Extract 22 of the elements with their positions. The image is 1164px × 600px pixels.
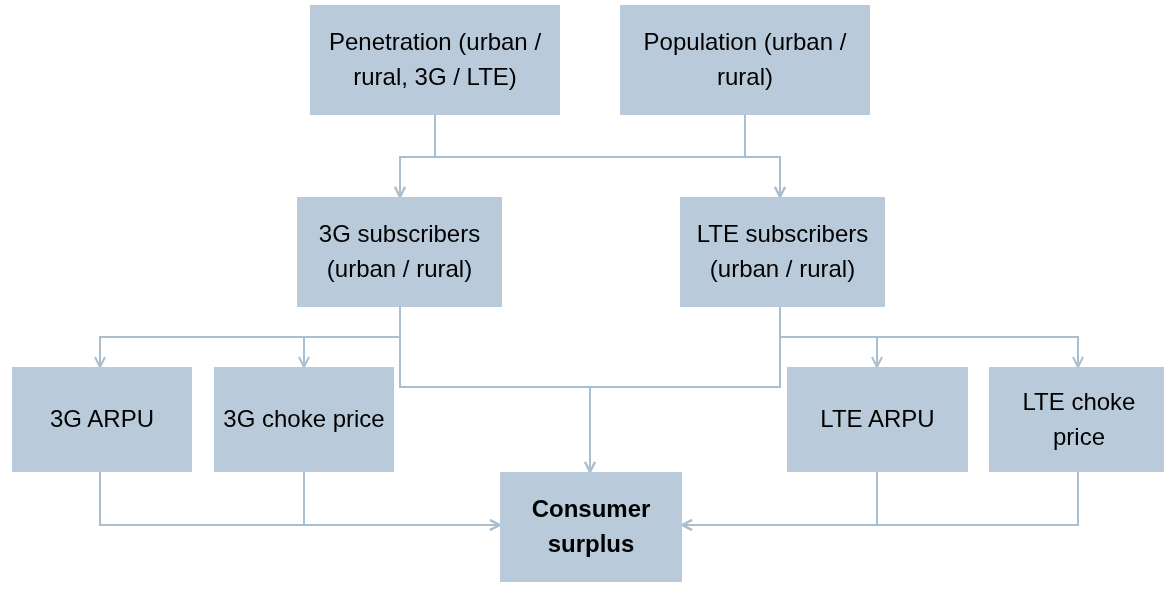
process-box — [787, 367, 968, 472]
box-label: 3G ARPU — [49, 404, 154, 435]
box-label: LTE subscribers (urban / rural) — [695, 219, 870, 284]
box-label: LTE ARPU — [820, 404, 935, 435]
box-label: LTE choke price — [1021, 386, 1137, 452]
box-label: Penetration (urban / rural, 3G / LTE) — [327, 27, 543, 92]
box-label: Population (urban / rural) — [642, 27, 848, 92]
arrow — [681, 471, 1079, 531]
process-box — [500, 472, 682, 582]
process-box — [680, 197, 885, 307]
box-label: Consumer surplus — [530, 494, 652, 559]
arrow — [303, 471, 501, 531]
process-box — [620, 5, 870, 115]
box-label: 3G choke price — [223, 404, 385, 435]
box-label: 3G subscribers (urban / rural) — [317, 219, 482, 284]
process-box — [310, 5, 560, 115]
process-box — [989, 367, 1164, 472]
process-box — [297, 197, 502, 307]
process-box — [214, 367, 394, 472]
arrow — [779, 306, 1084, 368]
process-box — [12, 367, 192, 472]
arrow — [744, 114, 786, 198]
